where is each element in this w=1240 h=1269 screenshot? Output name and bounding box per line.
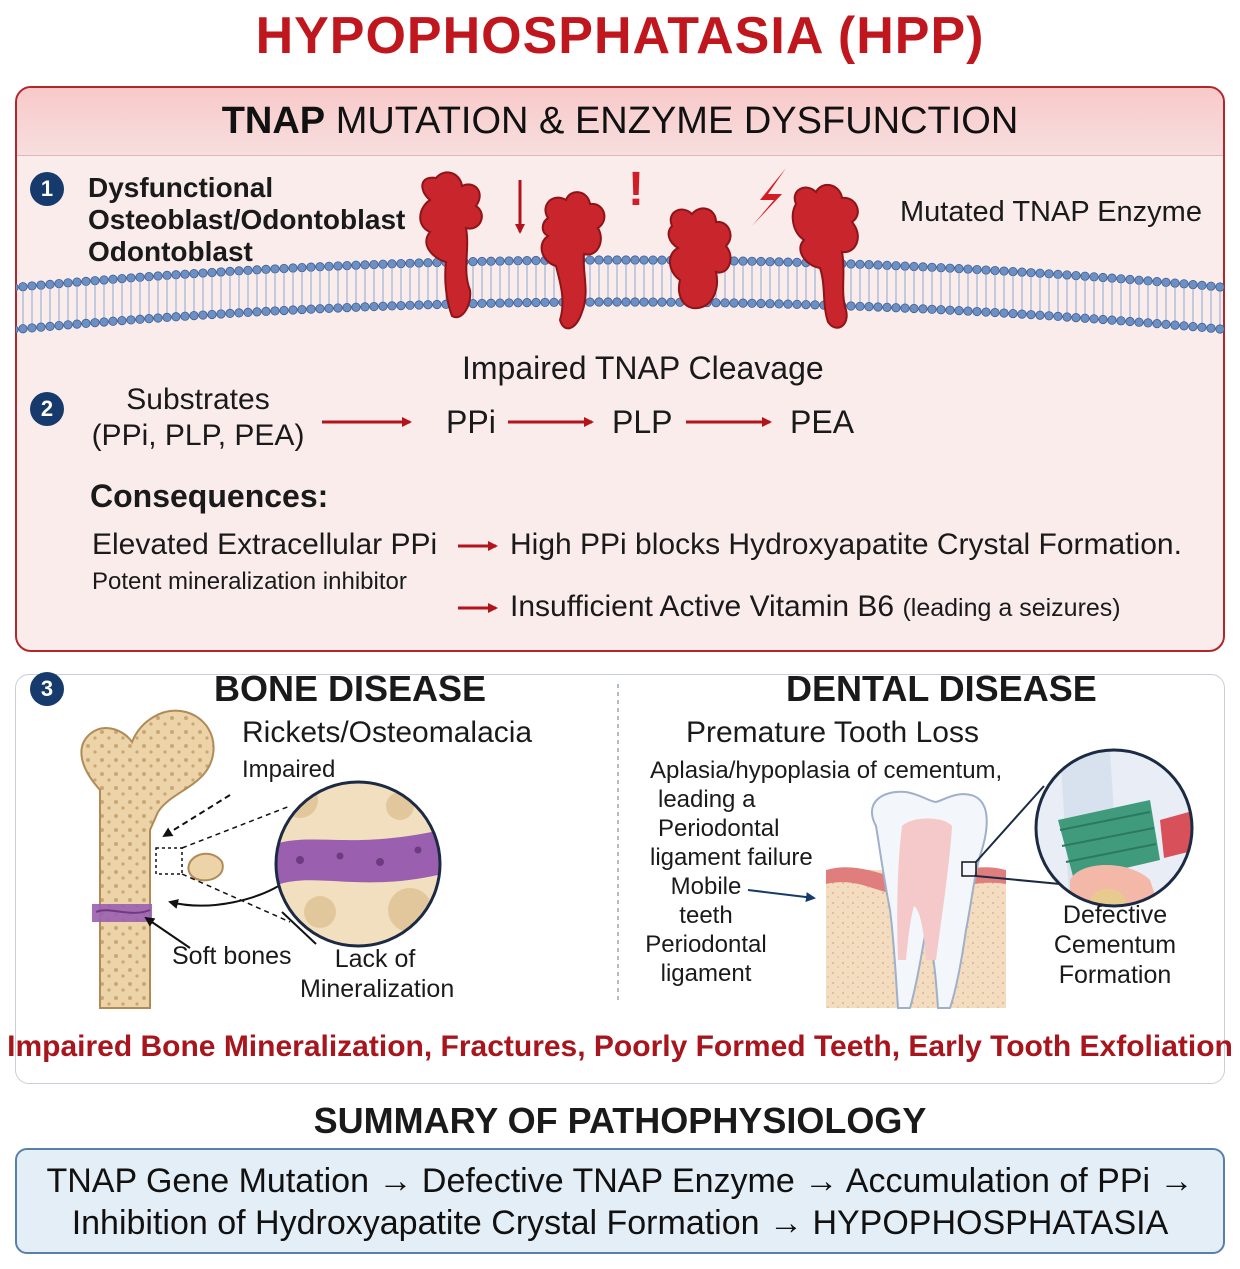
lack-of-mineralization-label: Lack of Mineralization bbox=[300, 945, 455, 1003]
dental-subtitle: Premature Tooth Loss bbox=[686, 716, 979, 749]
mobile-teeth-label: Mobile teeth Periodontal ligament bbox=[645, 873, 767, 987]
exclamation-icon: ! bbox=[628, 163, 644, 216]
disease-panel bbox=[15, 674, 1225, 1084]
tnap-enzyme-4 bbox=[791, 183, 859, 329]
summary-line-2: Inhibition of Hydroxyapatite Crystal For… bbox=[71, 1204, 1169, 1242]
tooth-magnifier-ring bbox=[1034, 748, 1194, 908]
arrow-icon bbox=[144, 916, 191, 949]
panel1-header: TNAP MUTATION & ENZYME DYSFUNCTION bbox=[17, 88, 1223, 156]
aplasia-label: Aplasia/hypoplasia of cementum, leading … bbox=[650, 757, 1003, 871]
defective-cementum-label: Defective Cementum Formation bbox=[1053, 901, 1177, 989]
summary-title: SUMMARY OF PATHOPHYSIOLOGY bbox=[313, 1100, 927, 1141]
soft-bones-label: Soft bones bbox=[172, 942, 292, 970]
clinical-outcome: Impaired Bone Mineralization, Fractures,… bbox=[7, 1030, 1233, 1063]
step-badge-1: 1 bbox=[30, 172, 64, 206]
bone-magnifier-ring bbox=[274, 780, 442, 948]
step-badge-2: 2 bbox=[30, 392, 64, 426]
header-bold: TNAP bbox=[221, 100, 326, 142]
enzyme-label: Mutated TNAP Enzyme bbox=[900, 196, 1202, 228]
effect-vitamin-b6: Insufficient Active Vitamin B6 (leading … bbox=[510, 590, 1121, 623]
tnap-enzyme-1 bbox=[419, 171, 483, 319]
tooth-magnifier bbox=[1036, 750, 1192, 906]
elevated-ppi: Elevated Extracellular PPi bbox=[92, 528, 438, 561]
header-rest: MUTATION & ENZYME DYSFUNCTION bbox=[325, 100, 1019, 142]
bone-subtitle: Rickets/Osteomalacia bbox=[242, 716, 533, 749]
tnap-enzyme-2 bbox=[540, 191, 606, 330]
tnap-mutation-panel: TNAP MUTATION & ENZYME DYSFUNCTION bbox=[15, 86, 1225, 652]
chain-pea: PEA bbox=[790, 404, 855, 440]
arrow-icon bbox=[162, 794, 231, 838]
summary-panel bbox=[15, 1148, 1225, 1254]
substrates-label: Substrates (PPi, PLP, PEA) bbox=[91, 383, 305, 452]
consequences-title: Consequences: bbox=[90, 478, 329, 514]
bone-disease-title: BONE DISEASE bbox=[214, 668, 487, 709]
femur-illustration bbox=[80, 709, 291, 1009]
disease-illustrations bbox=[80, 684, 1194, 1009]
step1-label: Dysfunctional Osteoblast/Odontoblast Odo… bbox=[88, 172, 406, 267]
lightning-icon bbox=[752, 168, 786, 226]
bone-magnifier bbox=[276, 782, 440, 946]
effect-hydroxyapatite: High PPi blocks Hydroxyapatite Crystal F… bbox=[510, 528, 1182, 561]
tnap-enzyme-3 bbox=[667, 207, 732, 310]
tooth-illustration bbox=[826, 785, 1061, 1009]
summary-line-1: TNAP Gene Mutation → Defective TNAP Enzy… bbox=[46, 1162, 1194, 1200]
step-badge-3: 3 bbox=[30, 672, 64, 706]
potent-inhibitor: Potent mineralization inhibitor bbox=[92, 568, 407, 595]
cleavage-label: Impaired TNAP Cleavage bbox=[462, 350, 824, 386]
pointer-line bbox=[281, 911, 317, 945]
chain-ppi: PPi bbox=[446, 404, 496, 440]
arrow-icon bbox=[168, 879, 289, 909]
membrane-illustration bbox=[16, 168, 1224, 613]
page-title: HYPOPHOSPHATASIA (HPP) bbox=[255, 7, 985, 65]
chain-plp: PLP bbox=[612, 404, 673, 440]
arrow-icon bbox=[747, 889, 816, 903]
dental-disease-title: DENTAL DISEASE bbox=[786, 668, 1097, 709]
impaired-label: Impaired bbox=[242, 756, 336, 783]
